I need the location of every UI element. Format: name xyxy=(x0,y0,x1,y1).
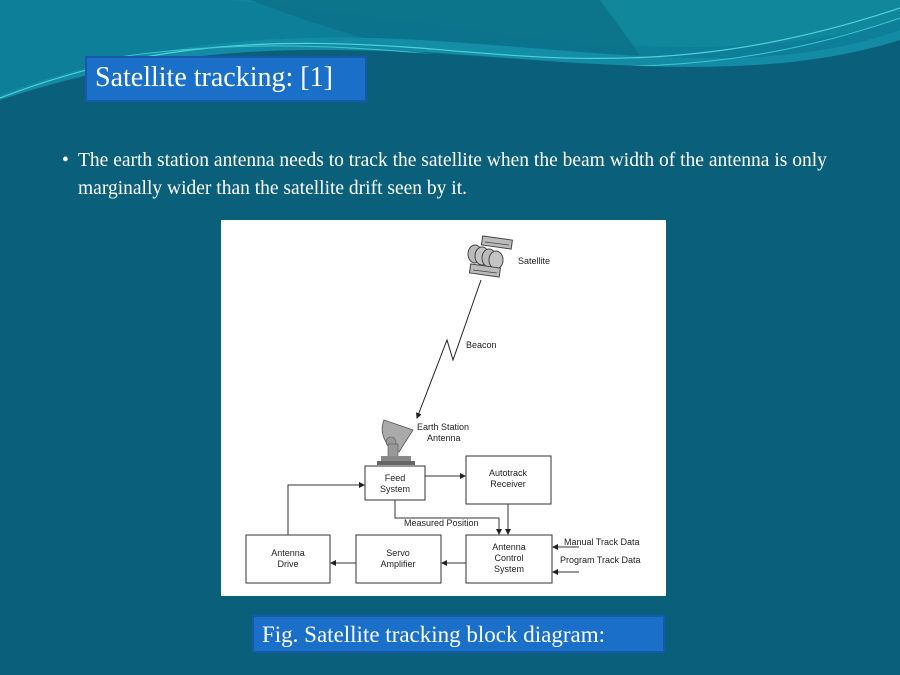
bullet-text: The earth station antenna needs to track… xyxy=(78,150,827,199)
autotrack-receiver-block: Autotrack Receiver xyxy=(465,455,552,505)
svg-text:Amplifier: Amplifier xyxy=(380,559,415,569)
svg-text:System: System xyxy=(380,484,410,494)
figure-caption: Fig. Satellite tracking block diagram: xyxy=(262,622,606,647)
beacon-signal-arrow xyxy=(415,279,482,419)
satellite-label: Satellite xyxy=(518,256,550,266)
svg-text:Control: Control xyxy=(494,553,523,563)
satellite-icon xyxy=(467,235,513,278)
beacon-label: Beacon xyxy=(466,340,497,350)
feed-system-block: Feed System xyxy=(364,465,426,501)
svg-text:Autotrack: Autotrack xyxy=(489,468,528,478)
slide-title: Satellite tracking: [1] xyxy=(95,62,333,93)
svg-text:Servo: Servo xyxy=(386,548,410,558)
measured-position-arrow xyxy=(394,500,502,535)
bullet-item: • The earth station antenna needs to tra… xyxy=(62,147,842,203)
svg-text:Feed: Feed xyxy=(385,473,406,483)
svg-text:Antenna: Antenna xyxy=(492,542,526,552)
block-diagram-figure: Satellite Beacon Earth Station Antenna F… xyxy=(221,220,666,596)
measured-position-label: Measured Position xyxy=(404,518,479,528)
earth-station-label-line1: Earth Station xyxy=(417,422,469,432)
svg-text:System: System xyxy=(494,564,524,574)
servo-amplifier-block: Servo Amplifier xyxy=(355,534,442,584)
bullet-icon: • xyxy=(62,150,69,171)
svg-text:Antenna: Antenna xyxy=(271,548,305,558)
drive-to-feed-arrow xyxy=(287,482,365,535)
svg-text:Receiver: Receiver xyxy=(490,479,526,489)
program-track-label: Program Track Data xyxy=(560,555,641,565)
earth-station-label-line2: Antenna xyxy=(427,433,461,443)
antenna-drive-block: Antenna Drive xyxy=(245,534,331,584)
slide-title-box: Satellite tracking: [1] xyxy=(85,56,367,102)
figure-caption-box: Fig. Satellite tracking block diagram: xyxy=(252,615,665,653)
manual-track-label: Manual Track Data xyxy=(564,537,640,547)
svg-text:Drive: Drive xyxy=(277,559,298,569)
dish-antenna-icon xyxy=(377,419,415,465)
antenna-control-system-block: Antenna Control System xyxy=(465,534,553,584)
